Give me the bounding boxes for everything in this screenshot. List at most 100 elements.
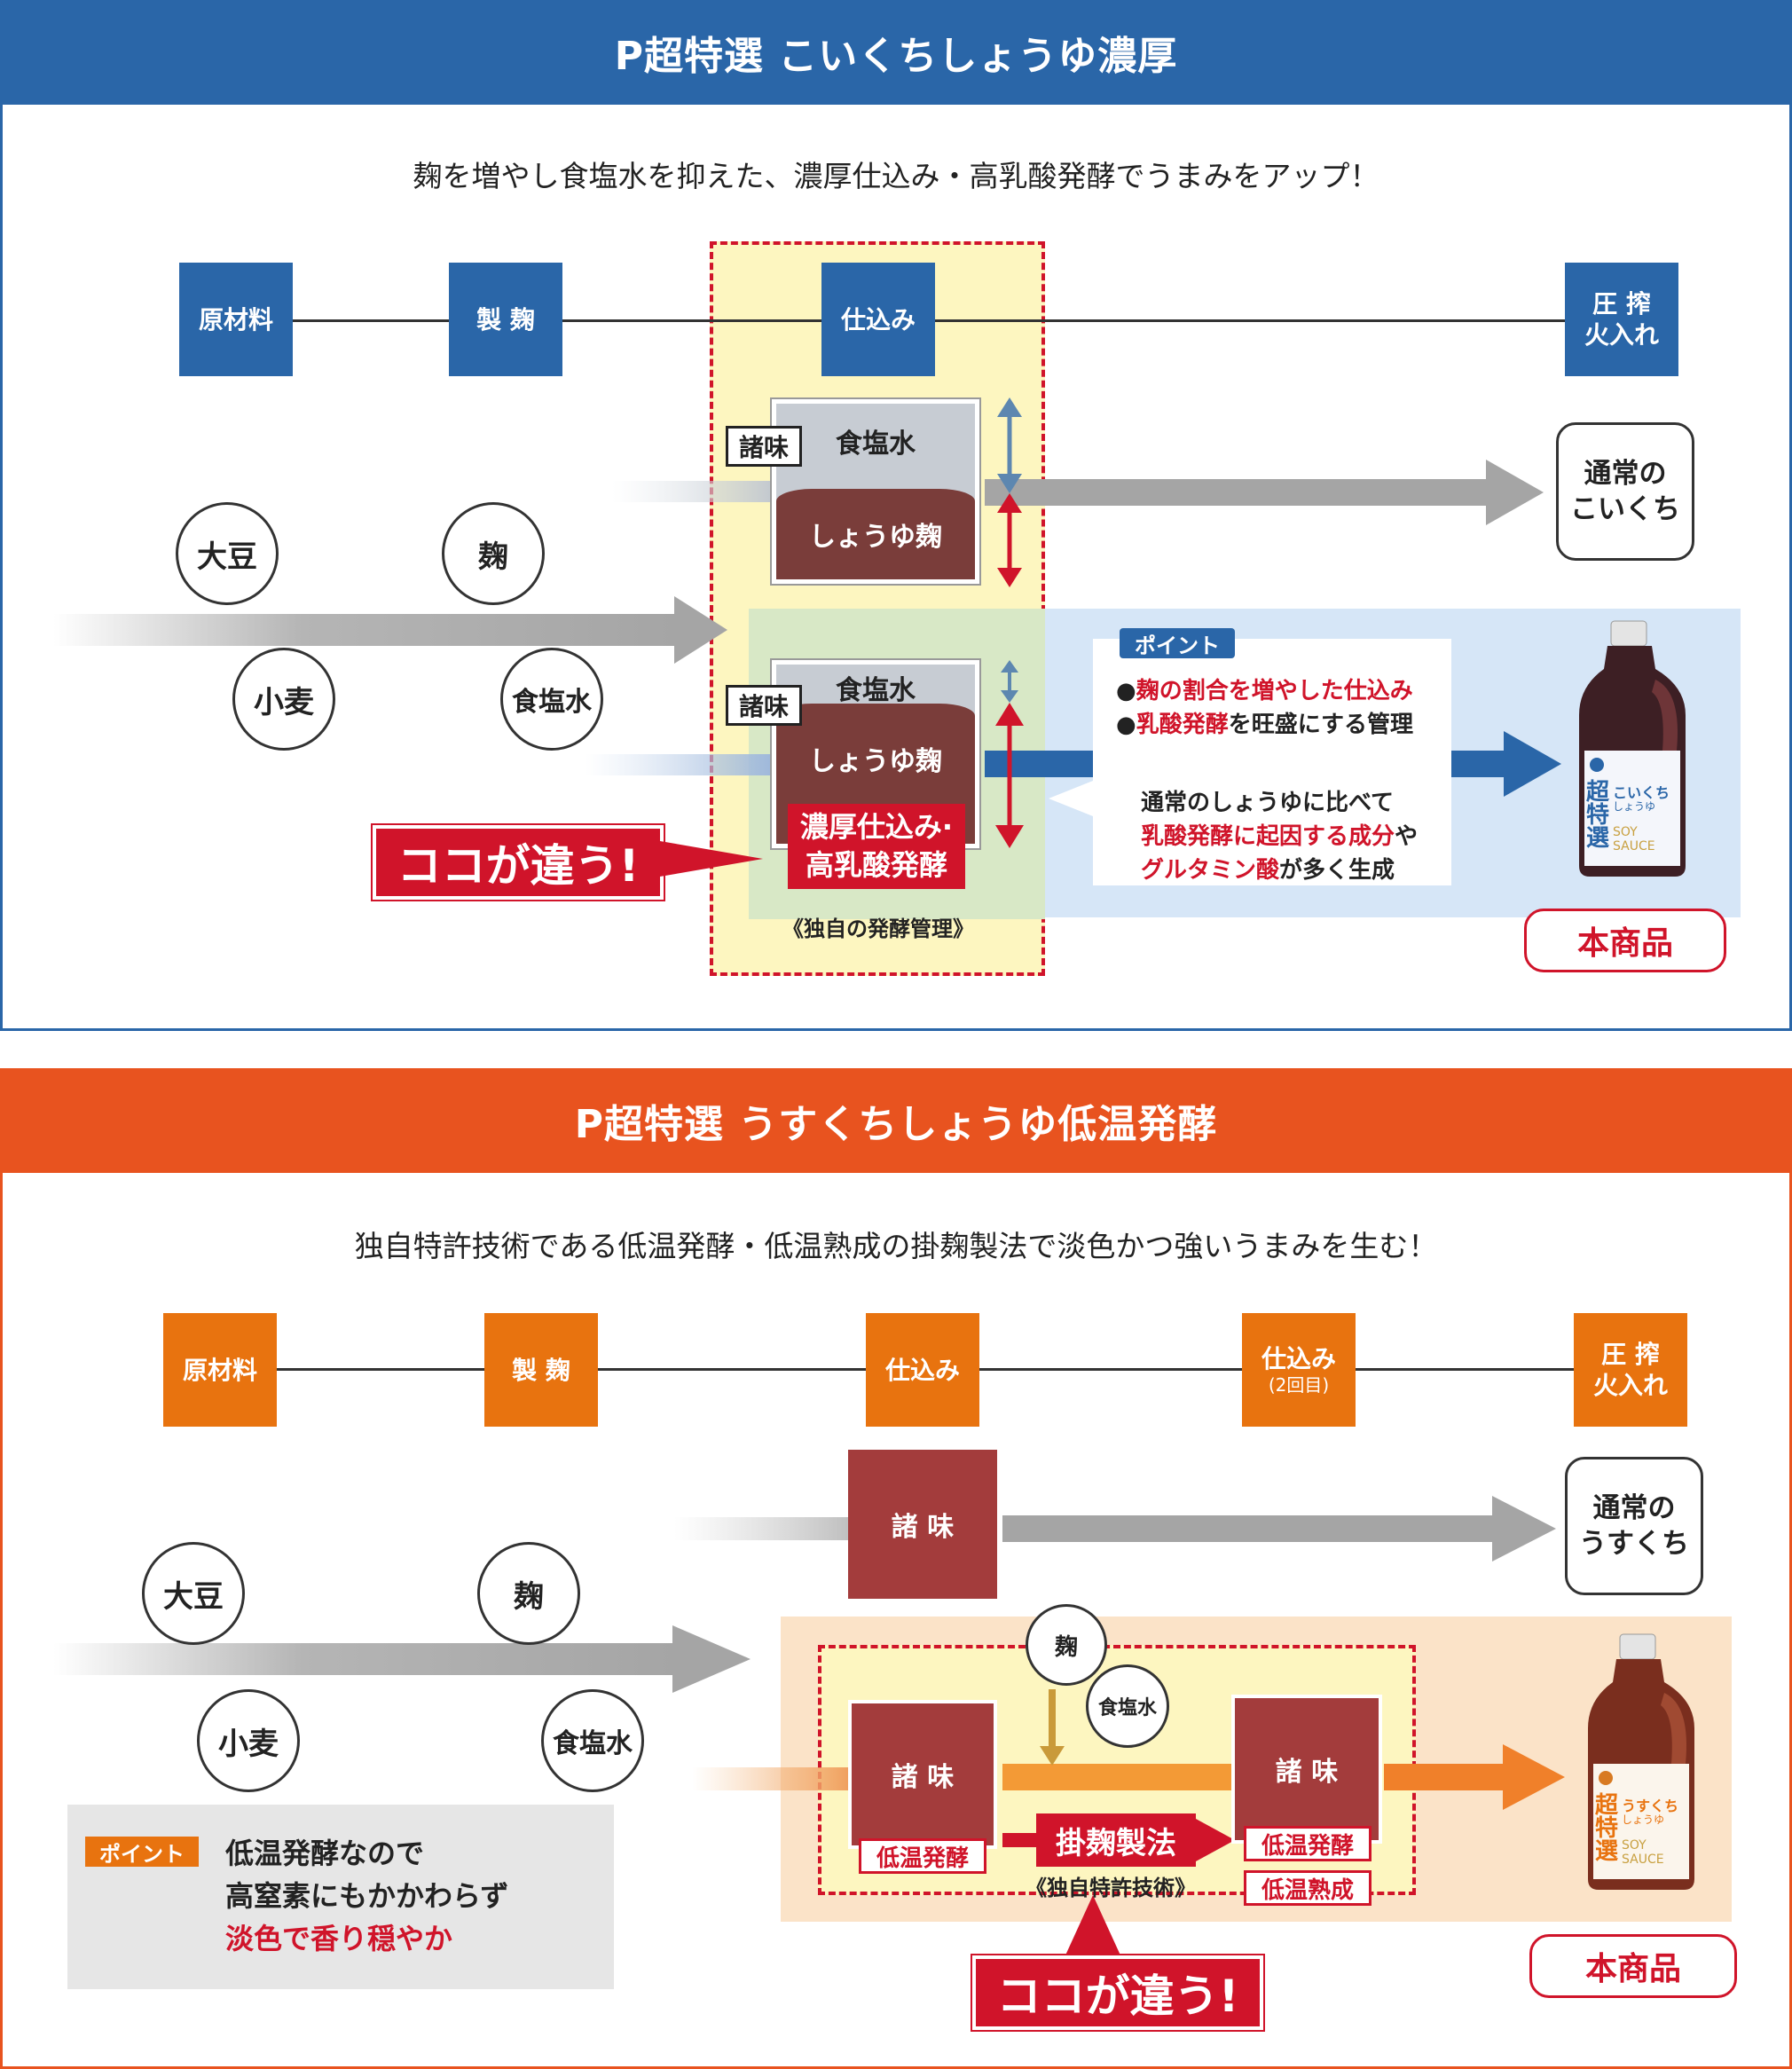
usukuchi-low-ferment-2: 低温発酵: [1244, 1826, 1372, 1861]
koikuchi-note-2: 乳酸発酵に起因する成分や: [1141, 818, 1418, 851]
koikuchi-normal-koji: しょうゆ麹: [776, 489, 975, 579]
koikuchi-step-press-b: 火入れ: [1584, 320, 1659, 350]
usukuchi-arrows: [53, 1496, 1565, 1957]
koikuchi-lead: 麹を増やし食塩水を抑えた、濃厚仕込み・高乳酸発酵でうまみをアップ！: [413, 159, 1379, 193]
koikuchi-arrows: [53, 397, 1561, 848]
koikuchi-bottle-kanji: 超 特 選: [1586, 781, 1613, 850]
usukuchi-step-koji: 製 麹: [484, 1313, 598, 1427]
usukuchi-koji-drop-shaft: [1049, 1689, 1056, 1750]
usukuchi-bottle-image: [1588, 1633, 1694, 1890]
koikuchi-note-3-rest: が多く生成: [1279, 857, 1395, 884]
usukuchi-ingredient-brine: 食塩水: [541, 1689, 644, 1792]
usukuchi-normal-arrow-shaft: [1002, 1515, 1508, 1542]
koikuchi-bottle-kanji-2: 特: [1586, 802, 1610, 829]
koikuchi-ingredient-brine: 食塩水: [500, 648, 603, 751]
koikuchi-bottle-handle: [1652, 680, 1678, 751]
usukuchi-bottom-leadin: [692, 1767, 848, 1790]
usukuchi-koji-drop-head: [1040, 1746, 1065, 1766]
koikuchi-own-control-open: 《: [782, 916, 804, 941]
koikuchi-normal-arrow-head: [1486, 460, 1544, 525]
usukuchi-step-press: 圧 搾 火入れ: [1574, 1313, 1687, 1427]
koikuchi-ingredient-koji: 麹: [442, 502, 545, 605]
usukuchi-step-brewing2-label: 仕込み: [1261, 1344, 1336, 1373]
koikuchi-note-3: グルタミン酸が多く生成: [1141, 852, 1395, 885]
koikuchi-difference-callout: ココが違う!: [371, 823, 665, 901]
usukuchi-difference-pointer: [1065, 1895, 1121, 1957]
usukuchi-low-ferment-1: 低温発酵: [859, 1838, 986, 1874]
koikuchi-top-brine-measure-down: [997, 474, 1022, 493]
usukuchi-bottle-side: うすくち: [1622, 1798, 1679, 1814]
usukuchi-difference-callout: ココが違う!: [971, 1954, 1265, 2032]
koikuchi-method-a: 濃厚仕込み·: [799, 809, 954, 844]
usukuchi-step-press-a: 圧 搾: [1601, 1340, 1660, 1369]
usukuchi-panel: P超特選 うすくちしょうゆ低温発酵 独自特許技術である低温発酵・低温熟成の掛麹製…: [0, 1068, 1792, 2069]
usukuchi-input-arrow-shaft: [53, 1643, 674, 1675]
koikuchi-top-koji-measure-up: [997, 493, 1022, 513]
koikuchi-own-control: 《独自の発酵管理》: [758, 907, 999, 946]
koikuchi-normal-tank: 食塩水 しょうゆ麹: [770, 397, 981, 586]
koikuchi-product-brine: 食塩水: [836, 675, 916, 706]
usukuchi-bottle-en2: SAUCE: [1622, 1853, 1664, 1867]
usukuchi-patent-open: 《: [1026, 1875, 1047, 1900]
usukuchi-ingredient-koji: 麹: [477, 1542, 580, 1645]
usukuchi-method-label: 掛麹製法: [1036, 1813, 1196, 1867]
usukuchi-normal-result: 通常の うすくち: [1565, 1457, 1703, 1595]
usukuchi-ingredient-wheat: 小麦: [197, 1689, 300, 1792]
koikuchi-bottom-koji-measure-down: [995, 825, 1024, 848]
usukuchi-product-label: 本商品: [1529, 1934, 1737, 1998]
usukuchi-point-line-2: 高窒素にもかかわらず: [225, 1879, 509, 1913]
usukuchi-point-line-1: 低温発酵なので: [225, 1837, 425, 1870]
koikuchi-point-badge: ポイント: [1120, 628, 1235, 658]
koikuchi-bottom-brine-measure-down: [1001, 690, 1018, 703]
koikuchi-normal-result: 通常の こいくち: [1556, 422, 1694, 561]
usukuchi-point-badge: ポイント: [85, 1837, 199, 1867]
koikuchi-bottom-brine-measure-up: [1001, 660, 1018, 673]
usukuchi-add-brine: 食塩水: [1086, 1664, 1169, 1748]
usukuchi-input-arrow-head: [672, 1625, 751, 1693]
koikuchi-point-2-rest: を旺盛にする管理: [1228, 712, 1413, 738]
koikuchi-bottle-en2: SAUCE: [1613, 839, 1655, 854]
koikuchi-process-line: [240, 319, 1632, 322]
usukuchi-low-mature: 低温熟成: [1244, 1870, 1372, 1906]
koikuchi-method-label: 濃厚仕込み· 高乳酸発酵: [788, 804, 965, 889]
koikuchi-own-control-text: 独自の発酵管理: [804, 916, 953, 941]
koikuchi-top-leadin: [612, 481, 772, 502]
koikuchi-normal-arrow-shaft: [985, 479, 1499, 506]
koikuchi-point-box-tail: [1049, 781, 1093, 816]
usukuchi-normal-result-b: うすくち: [1579, 1528, 1689, 1560]
usukuchi-title: P超特選 うすくちしょうゆ低温発酵: [0, 1068, 1792, 1173]
koikuchi-note-3-red: グルタミン酸: [1141, 857, 1280, 884]
koikuchi-point-box-tail-shape: [1049, 781, 1093, 816]
usukuchi-step-brewing2-sub: (2回目): [1268, 1374, 1330, 1396]
usukuchi-patent-close: 》: [1175, 1875, 1196, 1900]
usukuchi-bottle-en1: SOY: [1622, 1838, 1647, 1853]
usukuchi-top-leadin: [674, 1517, 848, 1540]
koikuchi-title: P超特選 こいくちしょうゆ濃厚: [0, 0, 1792, 105]
usukuchi-step-brewing: 仕込み: [866, 1313, 979, 1427]
koikuchi-difference-pointer: [660, 841, 763, 877]
usukuchi-product-moromi-2: 諸 味: [1231, 1695, 1382, 1844]
koikuchi-point-2: ●乳酸発酵を旺盛にする管理: [1116, 712, 1413, 738]
koikuchi-normal-result-b: こいくち: [1570, 493, 1680, 525]
usukuchi-method-arrow-head: [1196, 1819, 1235, 1861]
koikuchi-point-1: ●麹の割合を増やした仕込み: [1116, 678, 1413, 704]
usukuchi-lead: 独自特許技術である低温発酵・低温熟成の掛麹製法で淡色かつ強いうまみを生む！: [354, 1229, 1438, 1263]
usukuchi-ingredient-soy: 大豆: [142, 1542, 245, 1645]
usukuchi-product-arrow-head: [1503, 1744, 1565, 1810]
koikuchi-ingredient-wheat: 小麦: [232, 648, 335, 751]
usukuchi-step-brewing2: 仕込み (2回目): [1242, 1313, 1356, 1427]
koikuchi-product-moromi-tag: 諸味: [726, 685, 802, 726]
koikuchi-bottle-image: [1579, 620, 1686, 877]
koikuchi-input-arrow-shaft: [53, 614, 674, 646]
koikuchi-bottom-leadin: [586, 754, 772, 775]
usukuchi-bottle-logo: [1599, 1771, 1613, 1785]
koikuchi-point-box: [1093, 639, 1451, 885]
usukuchi-point-box: [67, 1805, 614, 1989]
koikuchi-top-brine-measure-up: [997, 397, 1022, 417]
koikuchi-note-2-red: 乳酸発酵に起因する成分: [1141, 823, 1395, 850]
usukuchi-point-line-3: 淡色で香り穏やか: [225, 1922, 453, 1955]
usukuchi-step-press-b: 火入れ: [1592, 1371, 1668, 1400]
usukuchi-normal-moromi: 諸 味: [848, 1450, 997, 1599]
koikuchi-step-brewing: 仕込み: [821, 263, 935, 376]
usukuchi-product-moromi-1: 諸 味: [848, 1700, 997, 1849]
